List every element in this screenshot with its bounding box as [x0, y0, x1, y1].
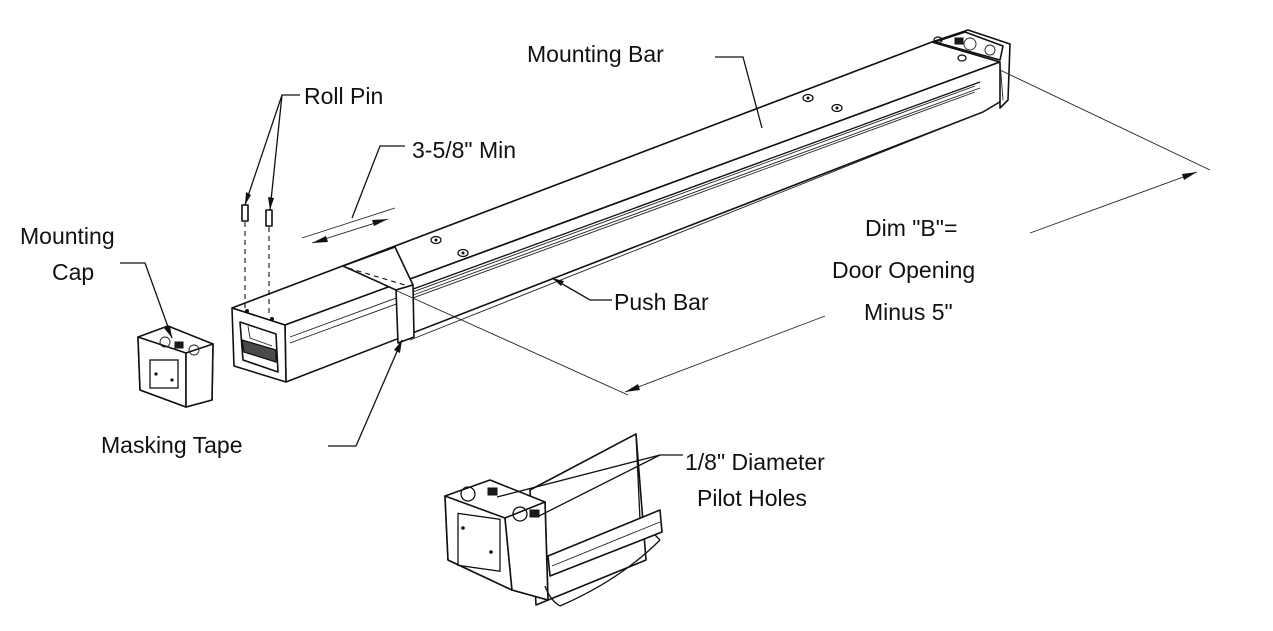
label-dim-b-line3: Minus 5" [864, 299, 953, 325]
masking-tape-band [342, 246, 415, 344]
screw-holes [430, 36, 967, 258]
label-dim-b-line2: Door Opening [832, 257, 975, 283]
mounting-cap-part [137, 325, 214, 408]
label-mounting-bar: Mounting Bar [527, 41, 664, 67]
label-pilot-holes-line1: 1/8" Diameter [685, 449, 825, 475]
label-push-bar: Push Bar [614, 289, 709, 315]
roll-pins [241, 204, 273, 316]
label-mounting-cap-line2: Cap [52, 259, 94, 285]
label-min-dimension: 3-5/8" Min [412, 137, 516, 163]
label-mounting-cap-line1: Mounting [20, 223, 115, 249]
pilot-holes-detail [444, 433, 663, 607]
leader-lines [120, 56, 763, 518]
label-roll-pin: Roll Pin [304, 83, 383, 109]
label-masking-tape: Masking Tape [101, 432, 243, 458]
dimension-b [394, 69, 1211, 396]
label-dim-b-line1: Dim "B"= [865, 215, 957, 241]
mounting-bar-assembly [231, 29, 1011, 383]
dimension-min [301, 145, 405, 244]
label-pilot-holes-line2: Pilot Holes [697, 485, 807, 511]
